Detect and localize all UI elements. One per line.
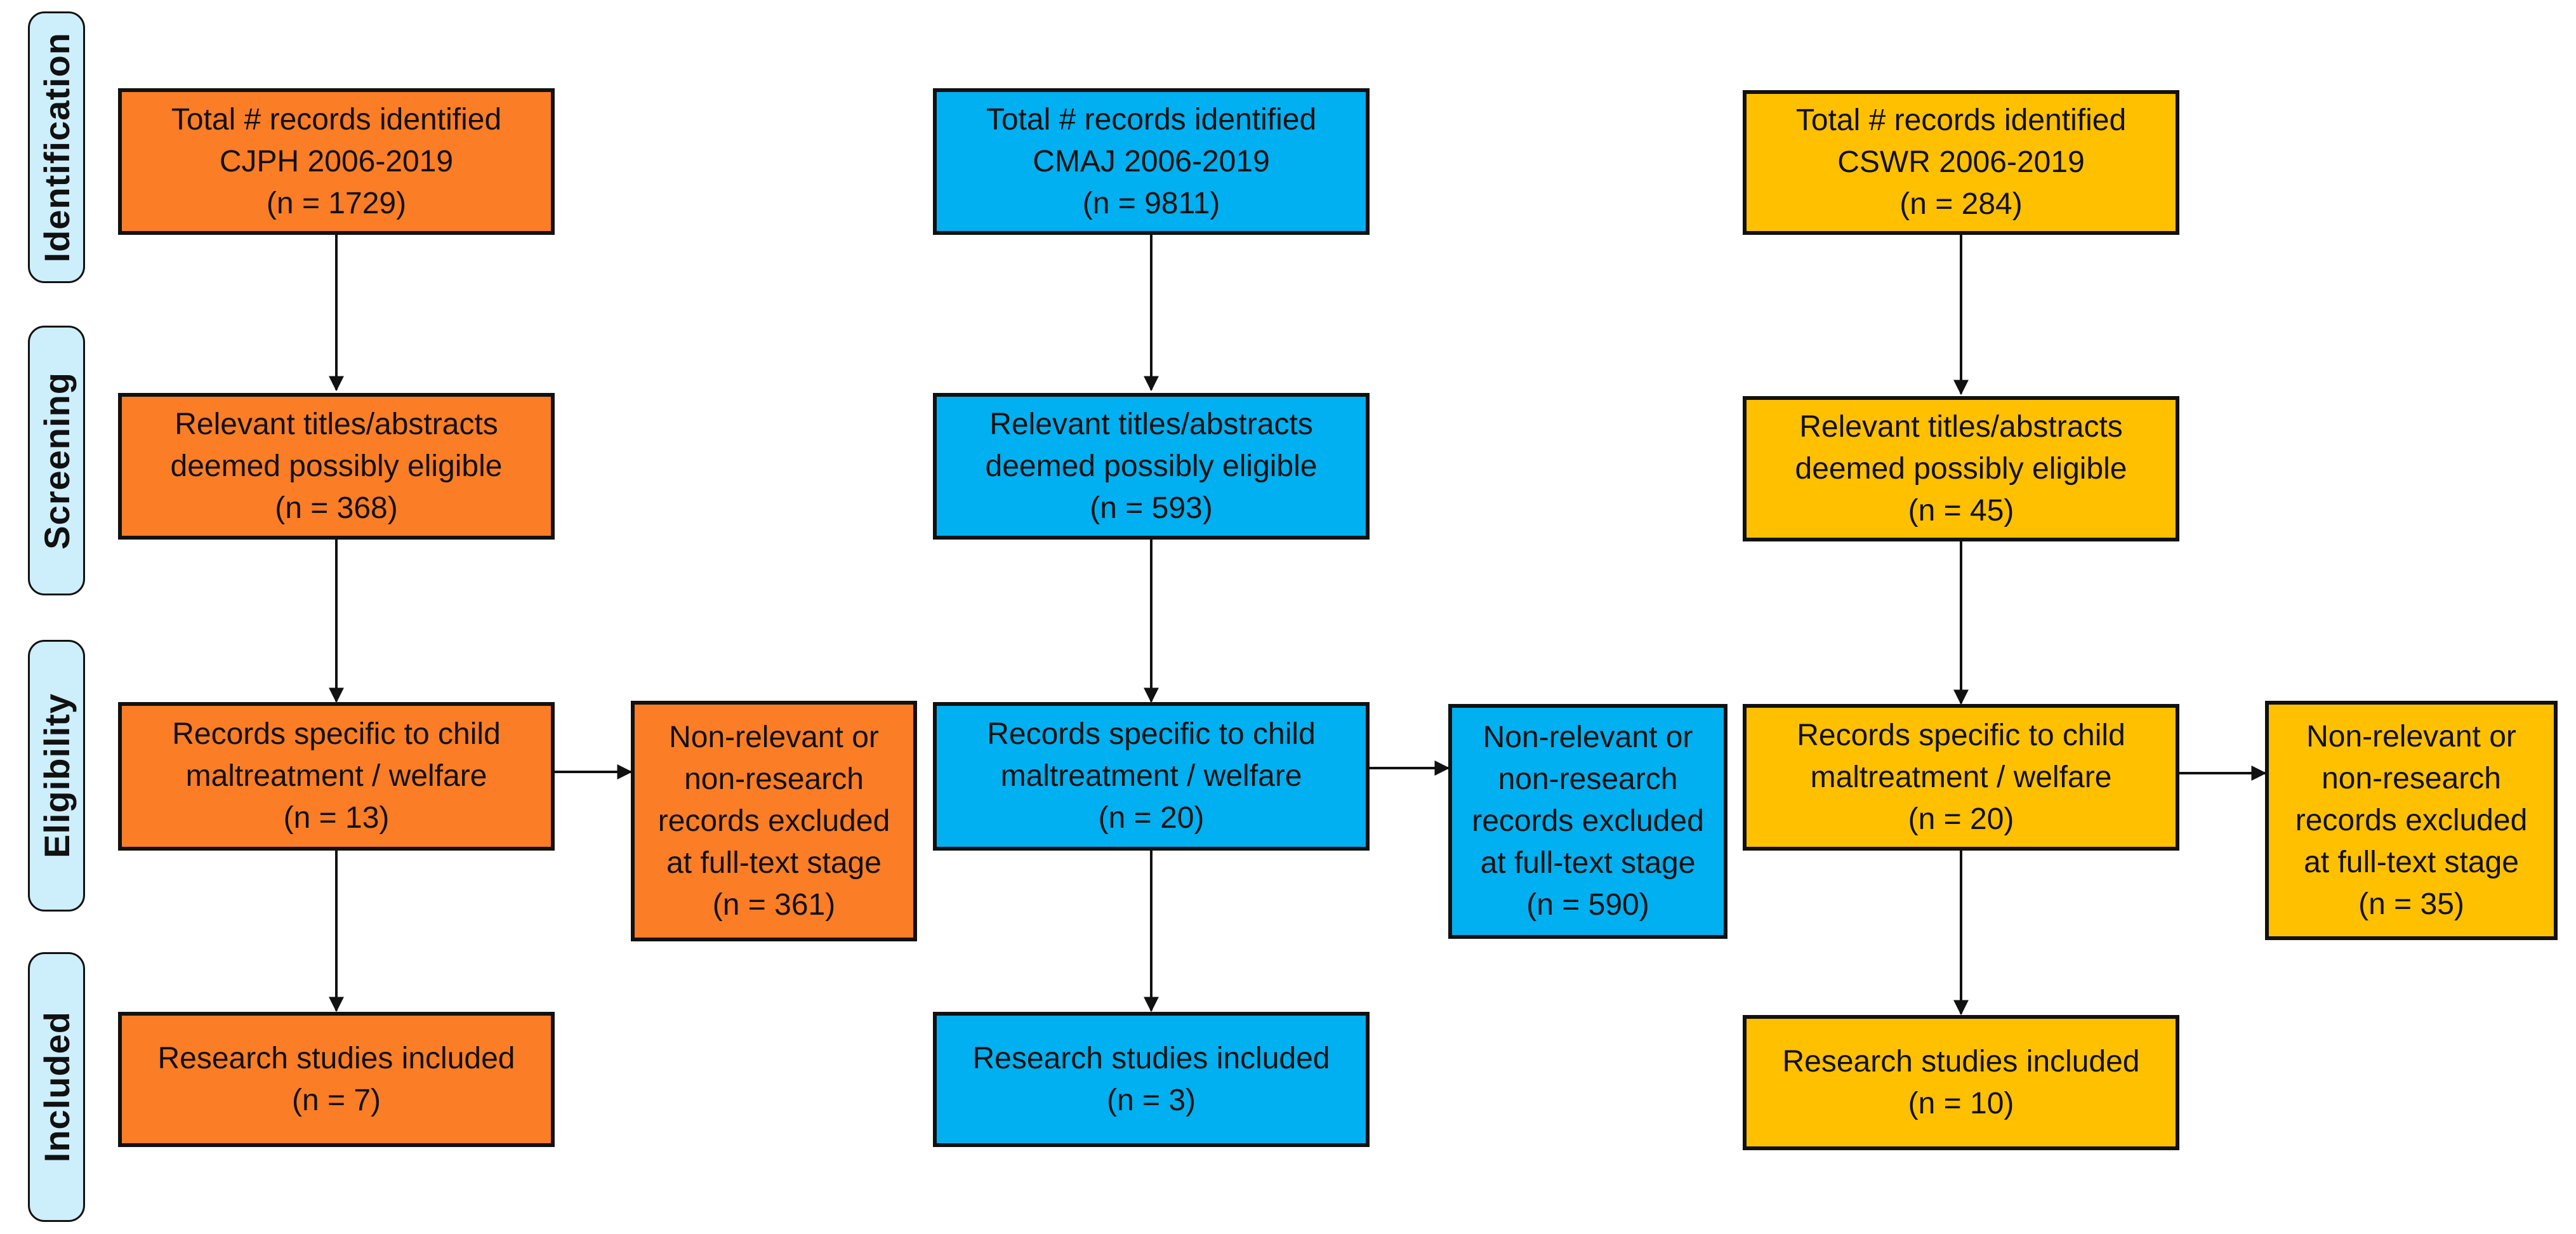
- cjph-identified-box: Total # records identified CJPH 2006-201…: [118, 88, 555, 235]
- cmaj-screened-box: Relevant titles/abstracts deemed possibl…: [933, 393, 1370, 540]
- phase-included: Included: [28, 952, 85, 1222]
- cswr-screened-box: Relevant titles/abstracts deemed possibl…: [1743, 396, 2179, 541]
- cmaj-identified-box: Total # records identified CMAJ 2006-201…: [933, 88, 1370, 235]
- cmaj-eligible-box: Records specific to child maltreatment /…: [933, 702, 1370, 851]
- cjph-included-box: Research studies included (n = 7): [118, 1012, 555, 1147]
- cmaj-excluded-box: Non-relevant or non-research records exc…: [1448, 704, 1727, 939]
- cjph-eligible-box: Records specific to child maltreatment /…: [118, 702, 555, 851]
- cmaj-included-box: Research studies included (n = 3): [933, 1012, 1370, 1147]
- cjph-excluded-box: Non-relevant or non-research records exc…: [631, 701, 917, 941]
- cswr-excluded-box: Non-relevant or non-research records exc…: [2265, 701, 2558, 940]
- phase-identification-label: Identification: [36, 32, 77, 263]
- phase-included-label: Included: [36, 1011, 77, 1163]
- cjph-screened-box: Relevant titles/abstracts deemed possibl…: [118, 393, 555, 540]
- phase-identification: Identification: [28, 11, 85, 283]
- cswr-included-box: Research studies included (n = 10): [1743, 1015, 2179, 1150]
- cswr-identified-box: Total # records identified CSWR 2006-201…: [1743, 90, 2179, 235]
- cswr-eligible-box: Records specific to child maltreatment /…: [1743, 704, 2179, 851]
- phase-eligibility-label: Eligibility: [36, 693, 77, 858]
- phase-screening-label: Screening: [36, 371, 77, 550]
- phase-eligibility: Eligibility: [28, 640, 85, 912]
- phase-screening: Screening: [28, 326, 85, 595]
